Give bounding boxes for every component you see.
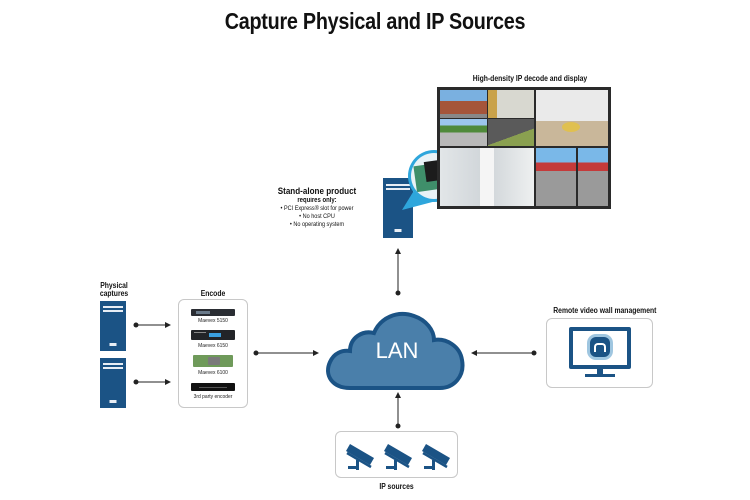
encoder-label: 3rd party encoder [193,394,233,400]
encoder-label: Maevex 5150 [198,318,228,324]
standalone-title: Stand-alone product [277,186,357,197]
server-icon [100,301,126,351]
encoder-label: Maevex 6150 [198,343,228,349]
arrow-remote-to-lan [471,350,537,356]
standalone-bullet: • PCI Express® slot for power [280,205,354,212]
video-tile [440,148,534,206]
video-tile [488,90,534,118]
encoder-label: Maevex 6100 [198,370,228,376]
security-camera-icon [346,444,374,470]
video-wall [437,87,611,209]
arrow-capture-2-to-encode [133,379,171,385]
physical-captures-label-line2: captures [99,289,129,298]
ip-sources-box [335,431,458,478]
video-tile [440,119,487,146]
video-tile [536,148,608,206]
arrow-capture-1-to-encode [133,322,171,328]
encode-label: Encode [200,289,226,298]
encoder-appliance-icon [191,309,235,316]
remote-management-label: Remote video wall management [553,306,657,315]
standalone-bullet: • No host CPU [299,213,335,220]
video-tile [536,90,608,146]
standalone-subtitle: requires only: [297,197,337,204]
third-party-encoder-icon [191,383,235,391]
security-camera-icon [422,444,450,470]
physical-captures-label: Physical captures [97,282,131,298]
diagram-title: Capture Physical and IP Sources [224,8,526,34]
server-icon [100,358,126,408]
encoder-card-icon [193,355,233,367]
video-wall-label: High-density IP decode and display [472,74,588,83]
video-tile [488,119,534,146]
monitor-icon [569,327,631,369]
camera-group [346,444,450,470]
encoder-rack-icon [191,330,235,340]
standalone-description: Stand-alone product requires only: • PCI… [262,186,372,229]
ip-sources-label: IP sources [379,482,414,491]
encode-box: Maevex 5150 Maevex 6150 Maevex 6100 3rd … [178,299,248,408]
lan-label: LAN [375,338,419,363]
monitor-base-icon [585,374,615,377]
arrow-encode-to-lan [253,350,319,356]
cloud-icon [326,312,465,390]
security-camera-icon [384,444,412,470]
standalone-bullet: • No operating system [289,221,345,228]
physical-captures-label-line1: Physical [100,281,128,290]
arrow-ip-sources-to-lan [395,392,401,429]
cloud-logo-icon [590,337,610,357]
remote-management-box[interactable] [546,318,653,388]
monitor-stand-icon [597,369,603,375]
arrow-lan-to-standalone [395,248,401,296]
video-tile [440,90,487,118]
